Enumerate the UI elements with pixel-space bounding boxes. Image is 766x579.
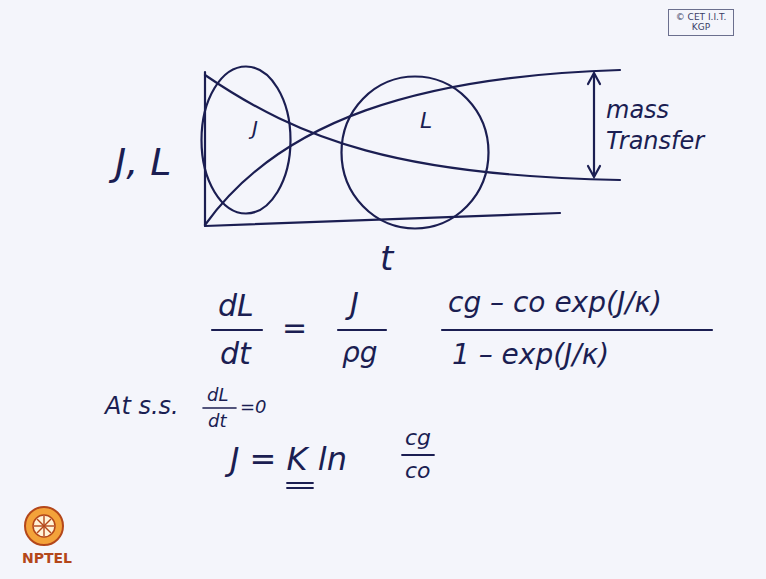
logo-text: NPTEL	[22, 550, 72, 567]
logo-box: © CET I.I.T. KGP	[668, 9, 734, 36]
axis-label: J, L	[115, 140, 172, 186]
note-text: At s.s.	[105, 392, 179, 421]
arrow-head	[588, 166, 600, 177]
equation-term: co	[405, 458, 431, 484]
fraction-bar	[203, 407, 236, 409]
equation-term: =	[282, 310, 307, 346]
underline	[287, 482, 313, 484]
curve-label: J	[252, 117, 258, 139]
annotation: mass Transfer	[606, 95, 736, 157]
equation-term: J = K ln	[230, 440, 347, 478]
curve-circle: L	[340, 75, 490, 230]
equation-term: dt	[208, 410, 226, 432]
curve-circle: J	[200, 65, 292, 215]
equation-term: cg	[405, 425, 431, 451]
y-axis	[204, 72, 206, 226]
logo-text: © CET I.I.T. KGP	[672, 12, 730, 33]
fraction-bar	[338, 329, 386, 331]
equation-term: J	[350, 286, 359, 322]
logo-icon	[25, 507, 63, 545]
axis-label: t	[380, 238, 393, 279]
equation-term: =0	[240, 396, 267, 418]
equation-term: 1 – exp(J/κ)	[452, 338, 609, 372]
decreasing-curve	[205, 75, 620, 180]
circle-outline	[200, 65, 292, 215]
arrow-head	[588, 73, 600, 84]
fraction-bar	[442, 329, 712, 331]
fraction-bar	[402, 454, 434, 456]
equation-term: dt	[220, 336, 251, 372]
fraction-bar	[212, 329, 262, 331]
x-axis	[205, 213, 560, 226]
difference-arrow	[593, 74, 595, 176]
circle-outline	[340, 75, 490, 230]
equation-term: cg – co exp(J/κ)	[448, 286, 662, 320]
equation-term: ρg	[342, 336, 378, 370]
curve-label: L	[420, 109, 432, 133]
equation-term: dL	[207, 384, 228, 406]
equation-term: dL	[218, 288, 254, 324]
underline	[287, 487, 313, 489]
increasing-curve	[205, 70, 620, 225]
